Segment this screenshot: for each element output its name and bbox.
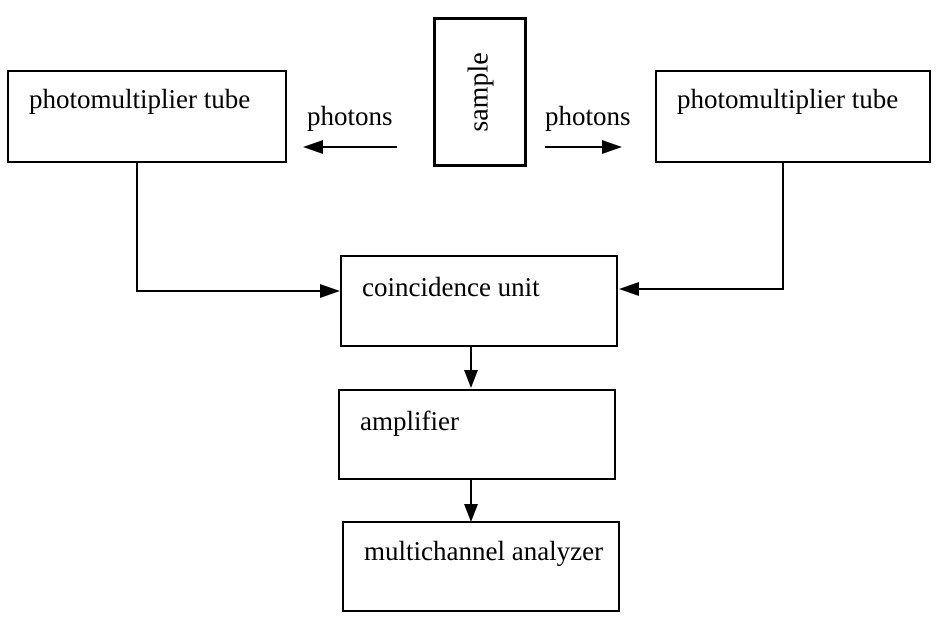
box-sample-label: sample bbox=[464, 52, 495, 132]
arrow-coincidence-to-amplifier-head-icon bbox=[464, 370, 478, 388]
box-photomultiplier-tube-left: photomultiplier tube bbox=[7, 70, 287, 163]
arrow-photons-left-head-icon bbox=[303, 140, 323, 154]
box-coincidence-unit-label: coincidence unit bbox=[362, 272, 540, 302]
box-multichannel-analyzer: multichannel analyzer bbox=[342, 521, 620, 612]
box-sample: sample bbox=[433, 17, 527, 167]
connector-right-pmt-vertical bbox=[782, 163, 784, 290]
connector-right-pmt-horizontal bbox=[639, 288, 784, 290]
box-multichannel-analyzer-label: multichannel analyzer bbox=[364, 536, 604, 566]
label-photons-left: photons bbox=[307, 101, 393, 131]
arrow-photons-right-head-icon bbox=[602, 140, 622, 154]
box-amplifier: amplifier bbox=[338, 389, 616, 480]
connector-left-pmt-horizontal bbox=[136, 290, 321, 292]
arrow-coincidence-to-amplifier-line bbox=[470, 347, 472, 372]
box-amplifier-label: amplifier bbox=[360, 406, 459, 436]
arrow-photons-right-line bbox=[545, 146, 605, 148]
label-photons-right: photons bbox=[545, 101, 631, 131]
connector-left-pmt-head-icon bbox=[320, 284, 340, 298]
box-photomultiplier-tube-left-label: photomultiplier tube bbox=[29, 84, 251, 114]
arrow-amplifier-to-multichannel-line bbox=[470, 480, 472, 506]
arrow-amplifier-to-multichannel-head-icon bbox=[464, 504, 478, 522]
connector-right-pmt-head-icon bbox=[619, 282, 639, 296]
box-coincidence-unit: coincidence unit bbox=[340, 255, 618, 347]
arrow-photons-left-line bbox=[316, 146, 397, 148]
box-photomultiplier-tube-right: photomultiplier tube bbox=[655, 70, 931, 163]
connector-left-pmt-vertical bbox=[136, 163, 138, 292]
box-photomultiplier-tube-right-label: photomultiplier tube bbox=[677, 84, 899, 114]
